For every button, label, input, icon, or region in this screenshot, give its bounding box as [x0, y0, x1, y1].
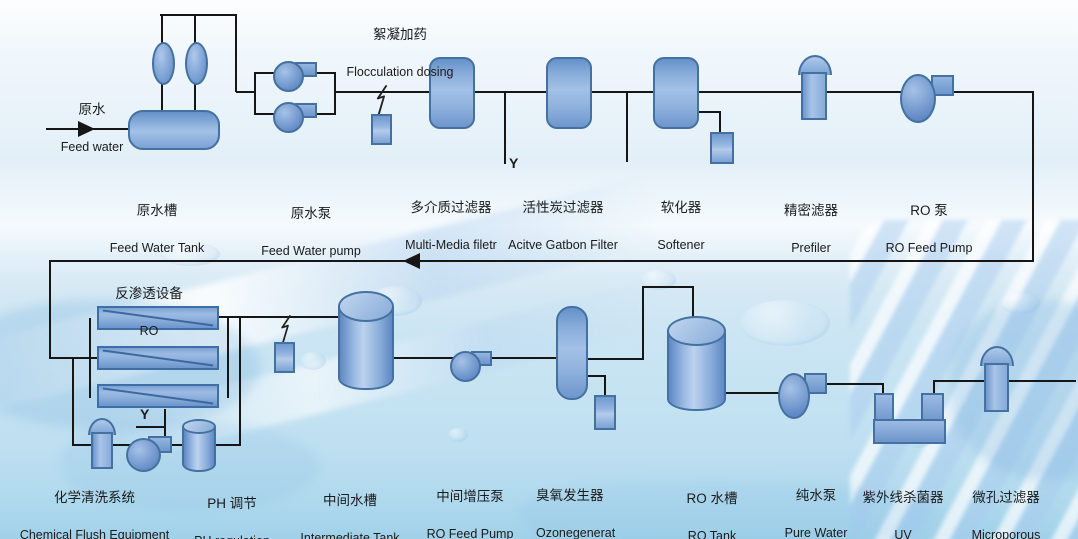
label-feed-water-pump: 原水泵 Feed Water pump	[261, 205, 361, 259]
dosing-tank-shape	[371, 114, 392, 145]
label-intermediate-tank: 中间水槽 Intermediate Tank	[300, 492, 400, 539]
pipe-segment	[236, 91, 256, 93]
pure-water-pump-shape	[778, 373, 810, 419]
feed-water-pump-shape	[273, 61, 304, 92]
label-precision-filter: 精密滤器 Prefiler	[784, 202, 838, 256]
dosing-signal-icon	[281, 315, 291, 343]
label-microporous-filter: 微孔过滤器 Microporous filter	[971, 489, 1041, 539]
pipe-segment	[719, 111, 721, 133]
pipe-segment	[824, 383, 884, 385]
ph-regulation-tank-shape	[182, 419, 216, 472]
pipe-segment	[698, 111, 721, 113]
dosing-tank-shape	[274, 342, 295, 373]
label-chemical-flush: 化学清洗系统 Chemical Flush Equipment	[19, 489, 170, 539]
pipe-segment	[642, 287, 644, 360]
pipe-drain	[136, 426, 166, 428]
label-booster-pump: 中间增压泵 RO Feed Pump	[426, 488, 514, 539]
feed-water-pump-shape	[273, 102, 304, 133]
pipe-outlet	[1006, 380, 1076, 382]
pipe-segment	[933, 380, 985, 382]
bubble	[740, 300, 830, 346]
pipe-segment	[724, 392, 782, 394]
precision-filter-shape	[801, 72, 827, 120]
pipe-segment	[239, 316, 241, 446]
ozone-generator-shape	[556, 306, 588, 400]
pipe-segment	[227, 318, 229, 398]
label-ro-unit: 反渗透设备 RO	[84, 264, 214, 360]
flush-pump-shape	[126, 438, 161, 472]
ozone-receiver-shape	[594, 395, 616, 430]
bubble	[448, 428, 468, 442]
pipe-segment	[235, 15, 237, 92]
label-ro-unit-en: RO	[139, 324, 159, 339]
booster-pump-shape	[450, 351, 481, 382]
ro-feed-pump-shape	[900, 74, 936, 123]
label-flocculation-zh: 絮凝加药	[373, 26, 427, 42]
pipe-drain	[626, 92, 628, 162]
ro-membrane-shape	[97, 384, 219, 408]
pipe-ozone-drain	[586, 375, 606, 377]
uv-sterilizer-base	[873, 419, 946, 444]
bubble	[1000, 292, 1040, 314]
microporous-filter-shape	[984, 363, 1009, 412]
water-blob	[950, 300, 1078, 480]
drain-symbol: Y	[140, 406, 150, 422]
label-feed-water-tank: 原水槽 Feed Water Tank	[109, 202, 205, 256]
softener-shape	[653, 57, 699, 129]
pipe-segment	[49, 260, 51, 359]
label-feed-water-en: Feed water	[60, 140, 124, 155]
drain-symbol: Y	[509, 155, 519, 171]
chemical-flush-shape	[91, 432, 113, 469]
label-feed-water-zh: 原水	[78, 101, 106, 117]
label-ro-unit-zh: 反渗透设备	[115, 285, 183, 301]
label-ro-feed-pump: RO 泵 RO Feed Pump	[885, 202, 973, 256]
multi-media-filter-shape	[429, 57, 475, 129]
filter-ellipse-shape	[185, 42, 208, 85]
dosing-signal-icon	[376, 85, 388, 115]
bubble	[300, 352, 326, 370]
label-ozone-generator: 臭氧发生器 Ozonegenerat or	[536, 487, 616, 539]
label-ro-tank: RO 水槽 RO Tank	[686, 490, 738, 539]
label-softener: 软化器 Softener	[657, 199, 705, 253]
pipe-right-riser	[1032, 91, 1034, 262]
label-active-carbon-filter: 活性炭过滤器 Acitve Gatbon Filter	[508, 199, 618, 253]
label-flocculation-en: Flocculation dosing	[346, 65, 454, 80]
label-ph-regulation: PH 调节 PH regulation	[194, 495, 270, 539]
pipe-drain	[504, 92, 506, 164]
label-flocculation: 絮凝加药 Flocculation dosing	[330, 5, 470, 101]
label-pure-water-pump: 纯水泵 Pure Water	[784, 487, 848, 539]
pipe-segment	[160, 14, 237, 16]
label-feed-water: 原水 Feed water	[32, 80, 152, 176]
pipe-segment	[642, 286, 694, 288]
ro-tank-shape	[667, 316, 726, 411]
pipe-segment	[586, 358, 644, 360]
filter-ellipse-shape	[152, 42, 175, 85]
active-carbon-filter-shape	[546, 57, 592, 129]
intermediate-tank-shape	[338, 291, 394, 390]
pipe-segment	[72, 357, 74, 446]
brine-tank-shape	[710, 132, 734, 164]
